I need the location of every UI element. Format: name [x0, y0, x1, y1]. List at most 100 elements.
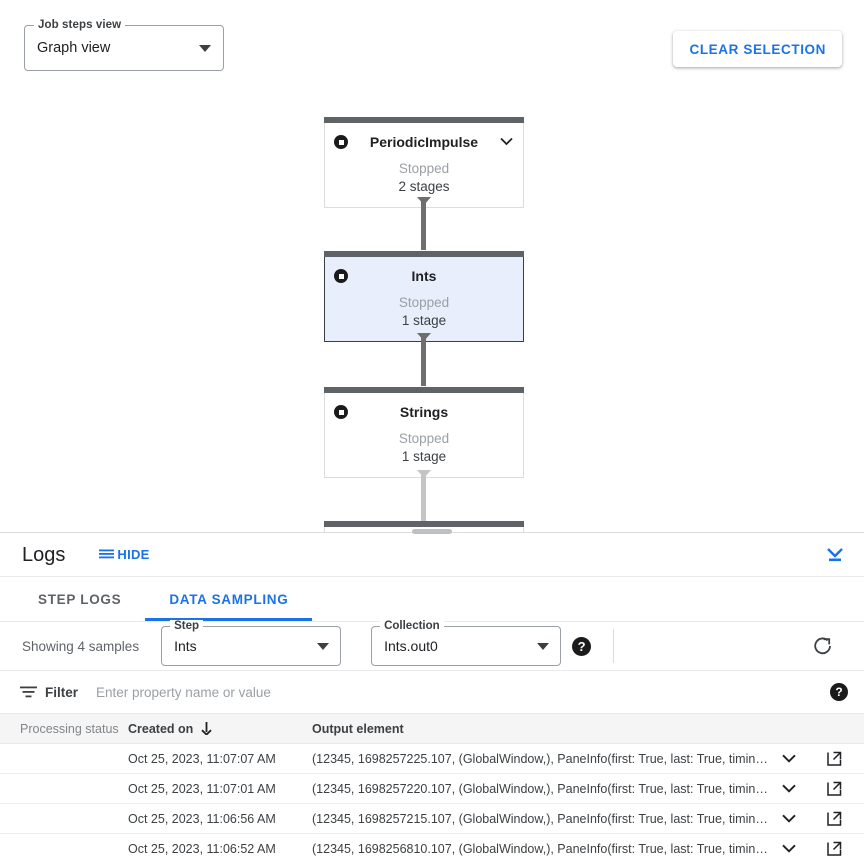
step-select-label: Step	[170, 620, 203, 633]
job-steps-view-value: Graph view	[37, 40, 111, 56]
graph-node-ints[interactable]: Ints Stopped 1 stage	[324, 251, 524, 342]
node-stages: 2 stages	[398, 179, 450, 194]
clear-selection-button[interactable]: CLEAR SELECTION	[673, 31, 842, 67]
logs-tabs: STEP LOGS DATA SAMPLING	[0, 577, 864, 622]
graph-edge-ints-to-strings	[416, 333, 431, 386]
arrow-head-icon	[416, 197, 431, 205]
row-created-on: Oct 25, 2023, 11:07:07 AM	[128, 751, 276, 766]
sampling-controls: Showing 4 samples Step Ints Collection I…	[0, 620, 864, 671]
filter-label: Filter	[45, 684, 79, 700]
table-row[interactable]: Oct 25, 2023, 11:07:07 AM (12345, 169825…	[0, 744, 864, 774]
job-steps-view-select[interactable]: Job steps view Graph view	[24, 19, 224, 71]
row-output-element: (12345, 1698257225.107, (GlobalWindow,),…	[312, 751, 772, 766]
node-status-bar	[324, 117, 524, 123]
row-output-element: (12345, 1698257220.107, (GlobalWindow,),…	[312, 781, 772, 796]
row-output-element: (12345, 1698256810.107, (GlobalWindow,),…	[312, 841, 772, 856]
row-output-element: (12345, 1698257215.107, (GlobalWindow,),…	[312, 811, 772, 826]
table-row[interactable]: Oct 25, 2023, 11:06:56 AM (12345, 169825…	[0, 804, 864, 834]
row-status	[20, 780, 128, 798]
chevron-down-icon	[317, 643, 330, 650]
graph-node-partial[interactable]	[324, 521, 524, 532]
list-lines-icon	[99, 549, 115, 561]
collection-select[interactable]: Collection Ints.out0	[371, 620, 562, 666]
row-actions	[772, 810, 864, 828]
row-status	[20, 840, 128, 856]
filter-help-icon[interactable]: ?	[830, 683, 848, 701]
graph-edge-periodicimpulse-to-ints	[416, 197, 431, 250]
node-stages: 1 stage	[401, 449, 447, 464]
node-status: Stopped	[398, 431, 450, 446]
logs-title: Logs	[22, 543, 66, 566]
node-status-bar	[324, 521, 524, 527]
node-stages: 1 stage	[401, 313, 447, 328]
sort-descending-icon	[201, 722, 212, 736]
filter-bar: Filter ?	[0, 671, 864, 714]
chevron-down-icon	[199, 45, 211, 52]
expand-row-chevron-down-icon[interactable]	[780, 780, 798, 798]
graph-edge-strings-to-next	[416, 470, 431, 522]
node-title: Strings	[399, 404, 449, 420]
expand-row-chevron-down-icon[interactable]	[780, 840, 798, 856]
logs-panel: Logs HIDE STEP LOGS DA	[0, 533, 864, 856]
job-graph-canvas[interactable]: Job steps view Graph view CLEAR SELECTIO…	[0, 0, 864, 532]
chevron-down-icon	[537, 643, 550, 650]
job-steps-view-label: Job steps view	[34, 19, 126, 32]
stopped-icon	[334, 269, 348, 283]
panel-splitter[interactable]	[0, 529, 864, 534]
table-row[interactable]: Oct 25, 2023, 11:06:52 AM (12345, 169825…	[0, 834, 864, 856]
open-in-new-icon[interactable]	[825, 750, 843, 768]
filter-input[interactable]	[94, 683, 820, 701]
row-status	[20, 750, 128, 768]
help-icon[interactable]: ?	[572, 636, 592, 656]
tab-step-logs[interactable]: STEP LOGS	[14, 577, 145, 621]
row-created-on: Oct 25, 2023, 11:06:56 AM	[128, 811, 276, 826]
hide-logs-label: HIDE	[117, 547, 150, 562]
step-select[interactable]: Step Ints	[161, 620, 342, 666]
node-status-bar	[324, 387, 524, 393]
open-in-new-icon[interactable]	[825, 840, 843, 856]
node-title: Ints	[411, 268, 437, 284]
samples-table: Processing status Created on Output elem…	[0, 714, 864, 856]
row-actions	[772, 780, 864, 798]
step-select-value: Ints	[174, 638, 197, 654]
table-row[interactable]: Oct 25, 2023, 11:07:01 AM (12345, 169825…	[0, 774, 864, 804]
filter-icon	[20, 685, 37, 699]
tab-data-sampling[interactable]: DATA SAMPLING	[145, 577, 313, 621]
row-created-on: Oct 25, 2023, 11:07:01 AM	[128, 781, 276, 796]
header-created-on-label: Created on	[128, 721, 194, 736]
collection-select-value: Ints.out0	[384, 638, 438, 654]
header-created-on[interactable]: Created on	[128, 722, 312, 736]
chevron-down-icon[interactable]	[500, 137, 513, 146]
expand-row-chevron-down-icon[interactable]	[780, 750, 798, 768]
open-in-new-icon[interactable]	[825, 780, 843, 798]
showing-samples-text: Showing 4 samples	[22, 638, 140, 654]
refresh-button[interactable]	[812, 635, 834, 657]
stopped-icon	[334, 135, 348, 149]
header-output-element: Output element	[312, 721, 404, 736]
graph-node-strings[interactable]: Strings Stopped 1 stage	[324, 387, 524, 478]
logs-header: Logs HIDE	[0, 533, 864, 577]
header-processing-status: Processing status	[20, 721, 119, 736]
graph-node-periodicimpulse[interactable]: PeriodicImpulse Stopped 2 stages	[324, 117, 524, 208]
open-in-new-icon[interactable]	[825, 810, 843, 828]
expand-row-chevron-down-icon[interactable]	[780, 810, 798, 828]
node-header: PeriodicImpulse	[325, 124, 523, 160]
row-actions	[772, 840, 864, 856]
arrow-head-icon	[416, 470, 431, 478]
splitter-drag-handle[interactable]	[412, 529, 452, 534]
node-status-bar	[324, 251, 524, 257]
node-title: PeriodicImpulse	[369, 134, 479, 150]
row-status	[20, 810, 128, 828]
node-status: Stopped	[398, 295, 450, 310]
controls-divider	[613, 629, 615, 663]
node-header: Strings	[325, 394, 523, 430]
row-actions	[772, 750, 864, 768]
job-steps-view-select-wrapper: Job steps view Graph view	[24, 19, 224, 71]
stopped-icon	[334, 405, 348, 419]
node-status: Stopped	[398, 161, 450, 176]
collapse-panel-button[interactable]	[824, 545, 846, 565]
row-created-on: Oct 25, 2023, 11:06:52 AM	[128, 841, 276, 856]
hide-logs-button[interactable]: HIDE	[95, 545, 153, 564]
arrow-head-icon	[416, 333, 431, 341]
